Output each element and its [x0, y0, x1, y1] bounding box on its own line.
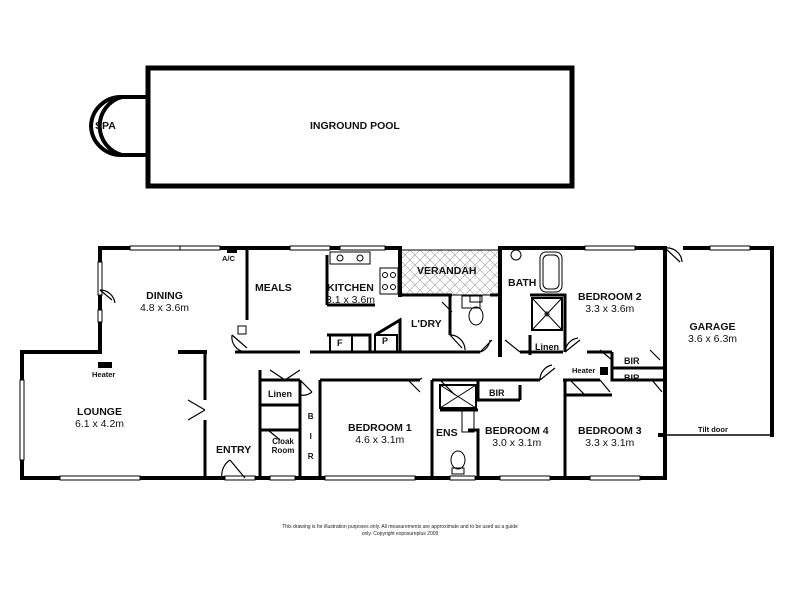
room-bath: BATH: [508, 277, 537, 289]
linen-bath-label: Linen: [535, 342, 559, 352]
ac-mark: [227, 248, 237, 253]
room-ensuite: ENS: [436, 427, 458, 439]
room-entry: ENTRY: [216, 444, 252, 456]
room-meals: MEALS: [255, 282, 292, 294]
room-kitchen: KITCHEN 3.1 x 3.6m: [326, 282, 376, 307]
room-laundry: L'DRY: [411, 318, 442, 330]
heater-mark-lounge: [98, 362, 112, 368]
room-bedroom-4: BEDROOM 4 3.0 x 3.1m: [485, 425, 549, 450]
room-lounge: LOUNGE 6.1 x 4.2m: [75, 406, 125, 431]
heater-mark-hall: [600, 367, 608, 375]
bir-hall-2-label: BIR: [624, 373, 640, 383]
heater-label-lounge: Heater: [92, 370, 116, 379]
spa-label: SPA: [95, 120, 116, 132]
interior-walls: [203, 248, 665, 478]
pool-label: INGROUND POOL: [310, 120, 400, 132]
heater-label-hall: Heater: [572, 366, 596, 375]
door-swings: [99, 247, 683, 479]
room-garage: GARAGE 3.6 x 6.3m: [688, 321, 738, 346]
windows: [19, 245, 751, 481]
fridge-label: F: [337, 338, 343, 348]
fixtures: [237, 249, 563, 475]
ac-label: A/C: [222, 254, 235, 263]
pool-outline: [88, 65, 575, 189]
tilt-door-label: Tilt door: [698, 425, 728, 434]
disclaimer-text: This drawing is for illustration purpose…: [282, 524, 518, 537]
room-dining: DINING 4.8 x 3.6m: [140, 290, 190, 315]
room-verandah: VERANDAH: [417, 265, 477, 277]
bir-hall-1-label: BIR: [624, 356, 640, 366]
room-bedroom-2: BEDROOM 2 3.3 x 3.6m: [578, 291, 642, 316]
bir-bedroom-4-label: BIR: [489, 388, 505, 398]
room-bedroom-1: BEDROOM 1 4.6 x 3.1m: [348, 422, 412, 447]
verandah-hatch: [399, 249, 501, 296]
exterior-walls: [20, 246, 774, 480]
cloak-room-label: Cloak Room: [271, 437, 295, 456]
room-bedroom-3: BEDROOM 3 3.3 x 3.1m: [578, 425, 642, 450]
pantry-label: P: [382, 336, 389, 346]
bir-bedroom-1-label: B I R: [306, 412, 316, 462]
linen-hall-label: Linen: [268, 389, 292, 399]
